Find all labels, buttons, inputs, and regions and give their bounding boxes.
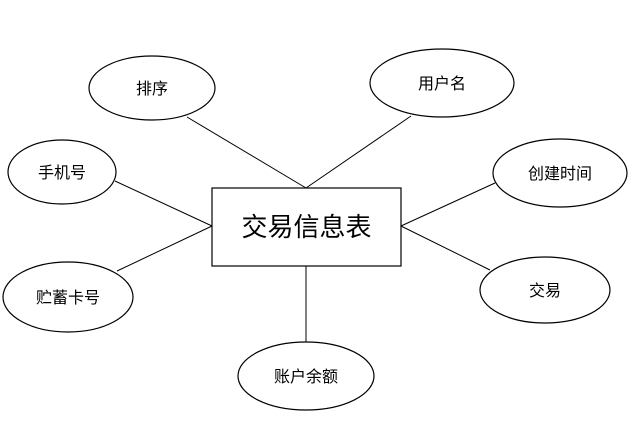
attribute-created: 创建时间 xyxy=(492,138,628,208)
attribute-phone: 手机号 xyxy=(7,139,117,205)
entity-box: 交易信息表 xyxy=(211,187,402,267)
attribute-label: 用户名 xyxy=(418,74,466,93)
attribute-label: 交易 xyxy=(529,281,561,300)
edge-phone xyxy=(114,180,213,227)
attribute-label: 排序 xyxy=(136,79,168,98)
connectors xyxy=(114,115,496,342)
attribute-label: 手机号 xyxy=(38,163,86,182)
attribute-label: 贮蓄卡号 xyxy=(36,288,100,307)
entity-label: 交易信息表 xyxy=(241,213,371,243)
edge-sort xyxy=(186,116,307,189)
edge-created xyxy=(400,182,496,227)
edge-username xyxy=(305,115,412,189)
edge-trade xyxy=(400,225,491,271)
edge-card xyxy=(116,225,213,272)
attribute-balance: 账户余额 xyxy=(237,341,375,411)
attribute-sort: 排序 xyxy=(88,55,216,121)
attribute-username: 用户名 xyxy=(369,48,515,118)
attribute-trade: 交易 xyxy=(479,256,611,324)
attribute-label: 创建时间 xyxy=(528,164,592,183)
attribute-label: 账户余额 xyxy=(274,367,338,386)
attribute-card: 贮蓄卡号 xyxy=(2,261,134,333)
